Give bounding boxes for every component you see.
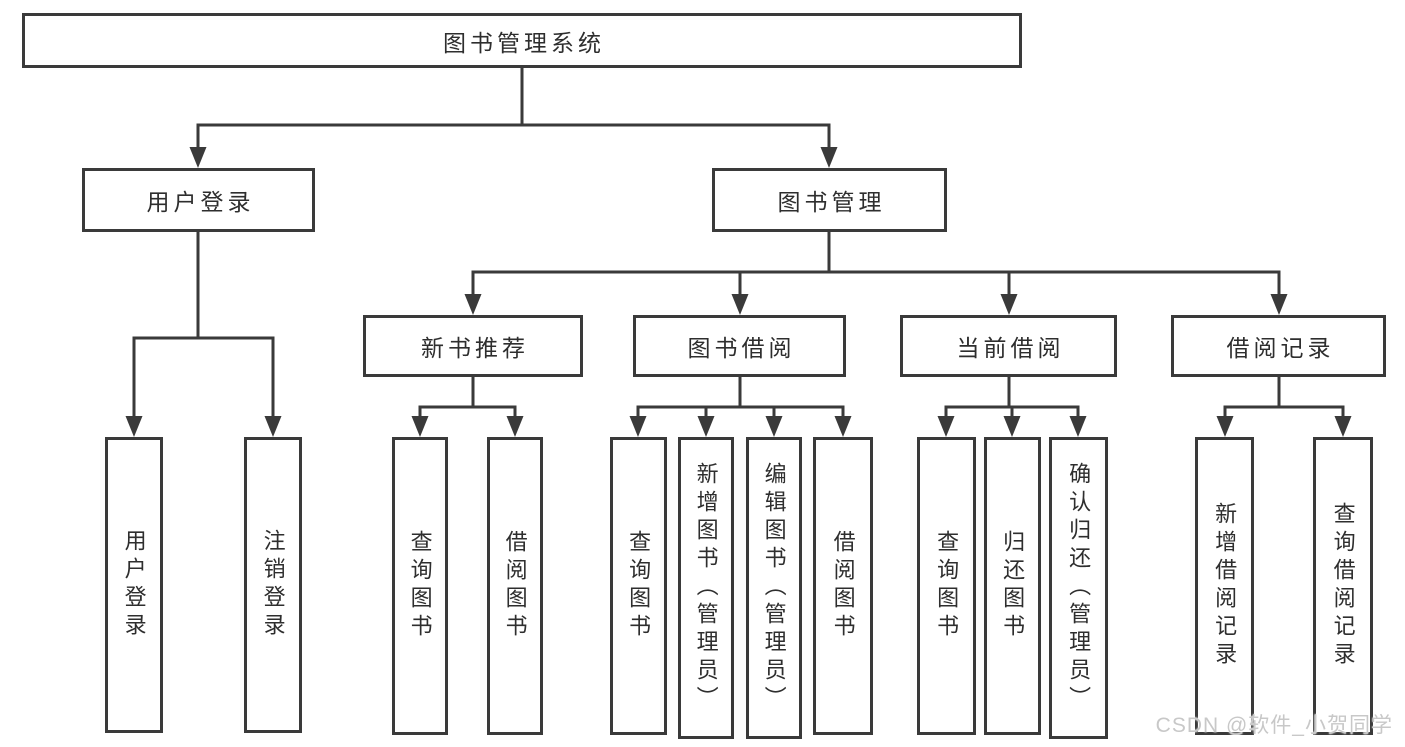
leaf-user-login: 用户登录 xyxy=(105,437,163,733)
leaf-borrow-books-borrowing: 借阅图书 xyxy=(813,437,873,735)
leaf-query-books-recommend: 查询图书 xyxy=(392,437,448,735)
leaf-query-books-borrowing: 查询图书 xyxy=(610,437,667,735)
leaf-label: 借阅图书 xyxy=(502,530,528,642)
node-label: 图书管理系统 xyxy=(443,29,605,56)
node-book-borrowing: 图书借阅 xyxy=(633,315,846,377)
leaf-query-borrow-record: 查询借阅记录 xyxy=(1313,437,1373,735)
node-book-management: 图书管理 xyxy=(712,168,947,232)
leaf-label: 查询图书 xyxy=(626,530,652,642)
leaf-label: 注销登录 xyxy=(260,529,286,641)
leaf-borrow-books-recommend: 借阅图书 xyxy=(487,437,543,735)
leaf-label: 编辑图书（管理员） xyxy=(761,462,787,714)
node-label: 借阅记录 xyxy=(1226,335,1335,361)
node-label: 用户登录 xyxy=(146,189,255,215)
node-label: 当前借阅 xyxy=(956,335,1065,361)
leaf-label: 新增借阅记录 xyxy=(1212,502,1238,670)
node-label: 新书推荐 xyxy=(421,335,529,361)
leaf-confirm-return-admin: 确认归还（管理员） xyxy=(1049,437,1108,739)
node-new-book-recommendation: 新书推荐 xyxy=(363,315,583,377)
node-borrowing-records: 借阅记录 xyxy=(1171,315,1386,377)
leaf-label: 查询图书 xyxy=(934,530,960,642)
node-label: 图书管理 xyxy=(777,189,886,215)
leaf-label: 查询图书 xyxy=(407,530,433,642)
leaf-edit-books-admin: 编辑图书（管理员） xyxy=(746,437,802,739)
leaf-label: 查询借阅记录 xyxy=(1330,502,1356,670)
leaf-add-borrow-record: 新增借阅记录 xyxy=(1195,437,1254,735)
leaf-label: 归还图书 xyxy=(1000,530,1026,642)
leaf-label: 借阅图书 xyxy=(830,530,856,642)
node-user-login: 用户登录 xyxy=(82,168,315,232)
leaf-label: 新增图书（管理员） xyxy=(693,462,719,714)
leaf-query-books-current: 查询图书 xyxy=(917,437,976,735)
csdn-watermark: CSDN @软件_小贺同学 xyxy=(1155,714,1393,737)
leaf-label: 用户登录 xyxy=(121,529,147,641)
node-current-borrowing: 当前借阅 xyxy=(900,315,1117,377)
leaf-add-books-admin: 新增图书（管理员） xyxy=(678,437,734,739)
node-library-management-system: 图书管理系统 xyxy=(22,13,1022,68)
node-label: 图书借阅 xyxy=(687,335,796,361)
leaf-label: 确认归还（管理员） xyxy=(1066,462,1092,714)
leaf-return-books: 归还图书 xyxy=(984,437,1041,735)
leaf-logout: 注销登录 xyxy=(244,437,302,733)
